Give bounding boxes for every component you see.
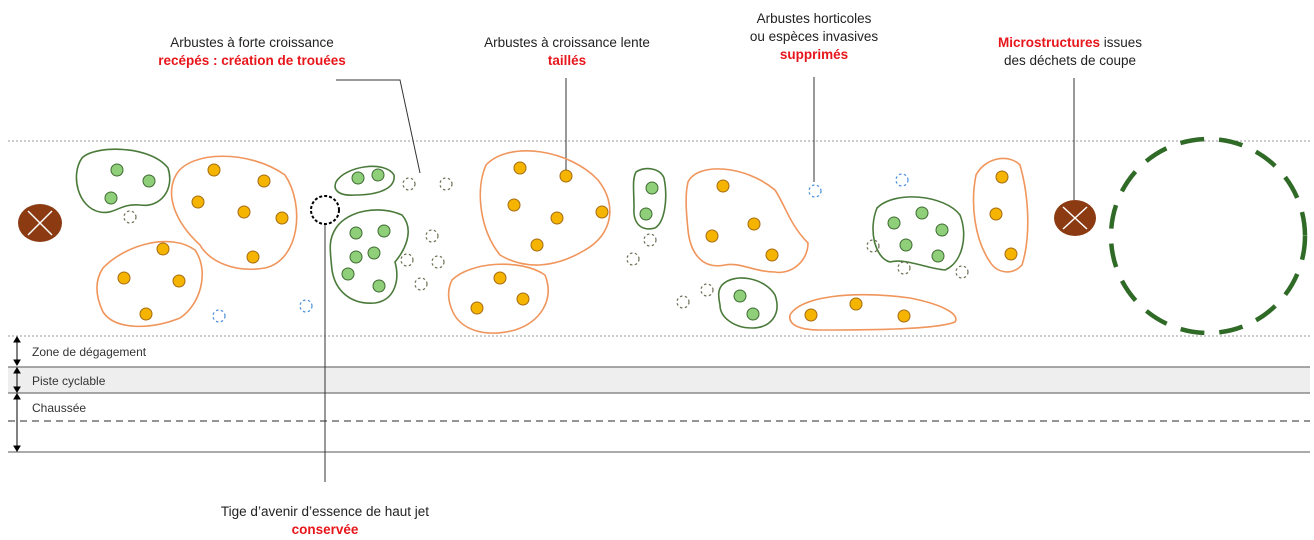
- orange-shrub-outlines: [96, 150, 1029, 334]
- label-slow-growth: Arbustes à croissance lente taillés: [484, 35, 650, 68]
- fast-growth-shrubs: [104, 163, 949, 321]
- band-label-clearance: Zone de dégagement: [32, 345, 147, 359]
- removed-horticultural-shrubs: [212, 173, 909, 323]
- slow-growth-shrubs: [117, 161, 1018, 323]
- future-stem-tree: [310, 195, 340, 225]
- microstructure-icon: [18, 204, 62, 242]
- dimension-arrows: [13, 336, 21, 452]
- cycle-path-band: [8, 367, 1310, 393]
- cut-shrubs: [123, 177, 969, 309]
- band-label-cycle-path: Piste cyclable: [32, 374, 106, 388]
- label-future-stem: Tige d’avenir d’essence de haut jet cons…: [220, 504, 430, 537]
- green-shrub-outlines: [75, 148, 965, 329]
- label-fast-growth: Arbustes à forte croissance recépés : cr…: [158, 35, 346, 68]
- band-label-road: Chaussée: [32, 401, 87, 415]
- leader-lines: [324, 77, 1075, 482]
- microstructure-icon: [1054, 200, 1096, 236]
- label-microstructures: Microstructures issues des déchets de co…: [997, 35, 1143, 68]
- large-tree-crown: [1108, 136, 1308, 336]
- label-horticultural: Arbustes horticoles ou espèces invasives…: [749, 11, 879, 62]
